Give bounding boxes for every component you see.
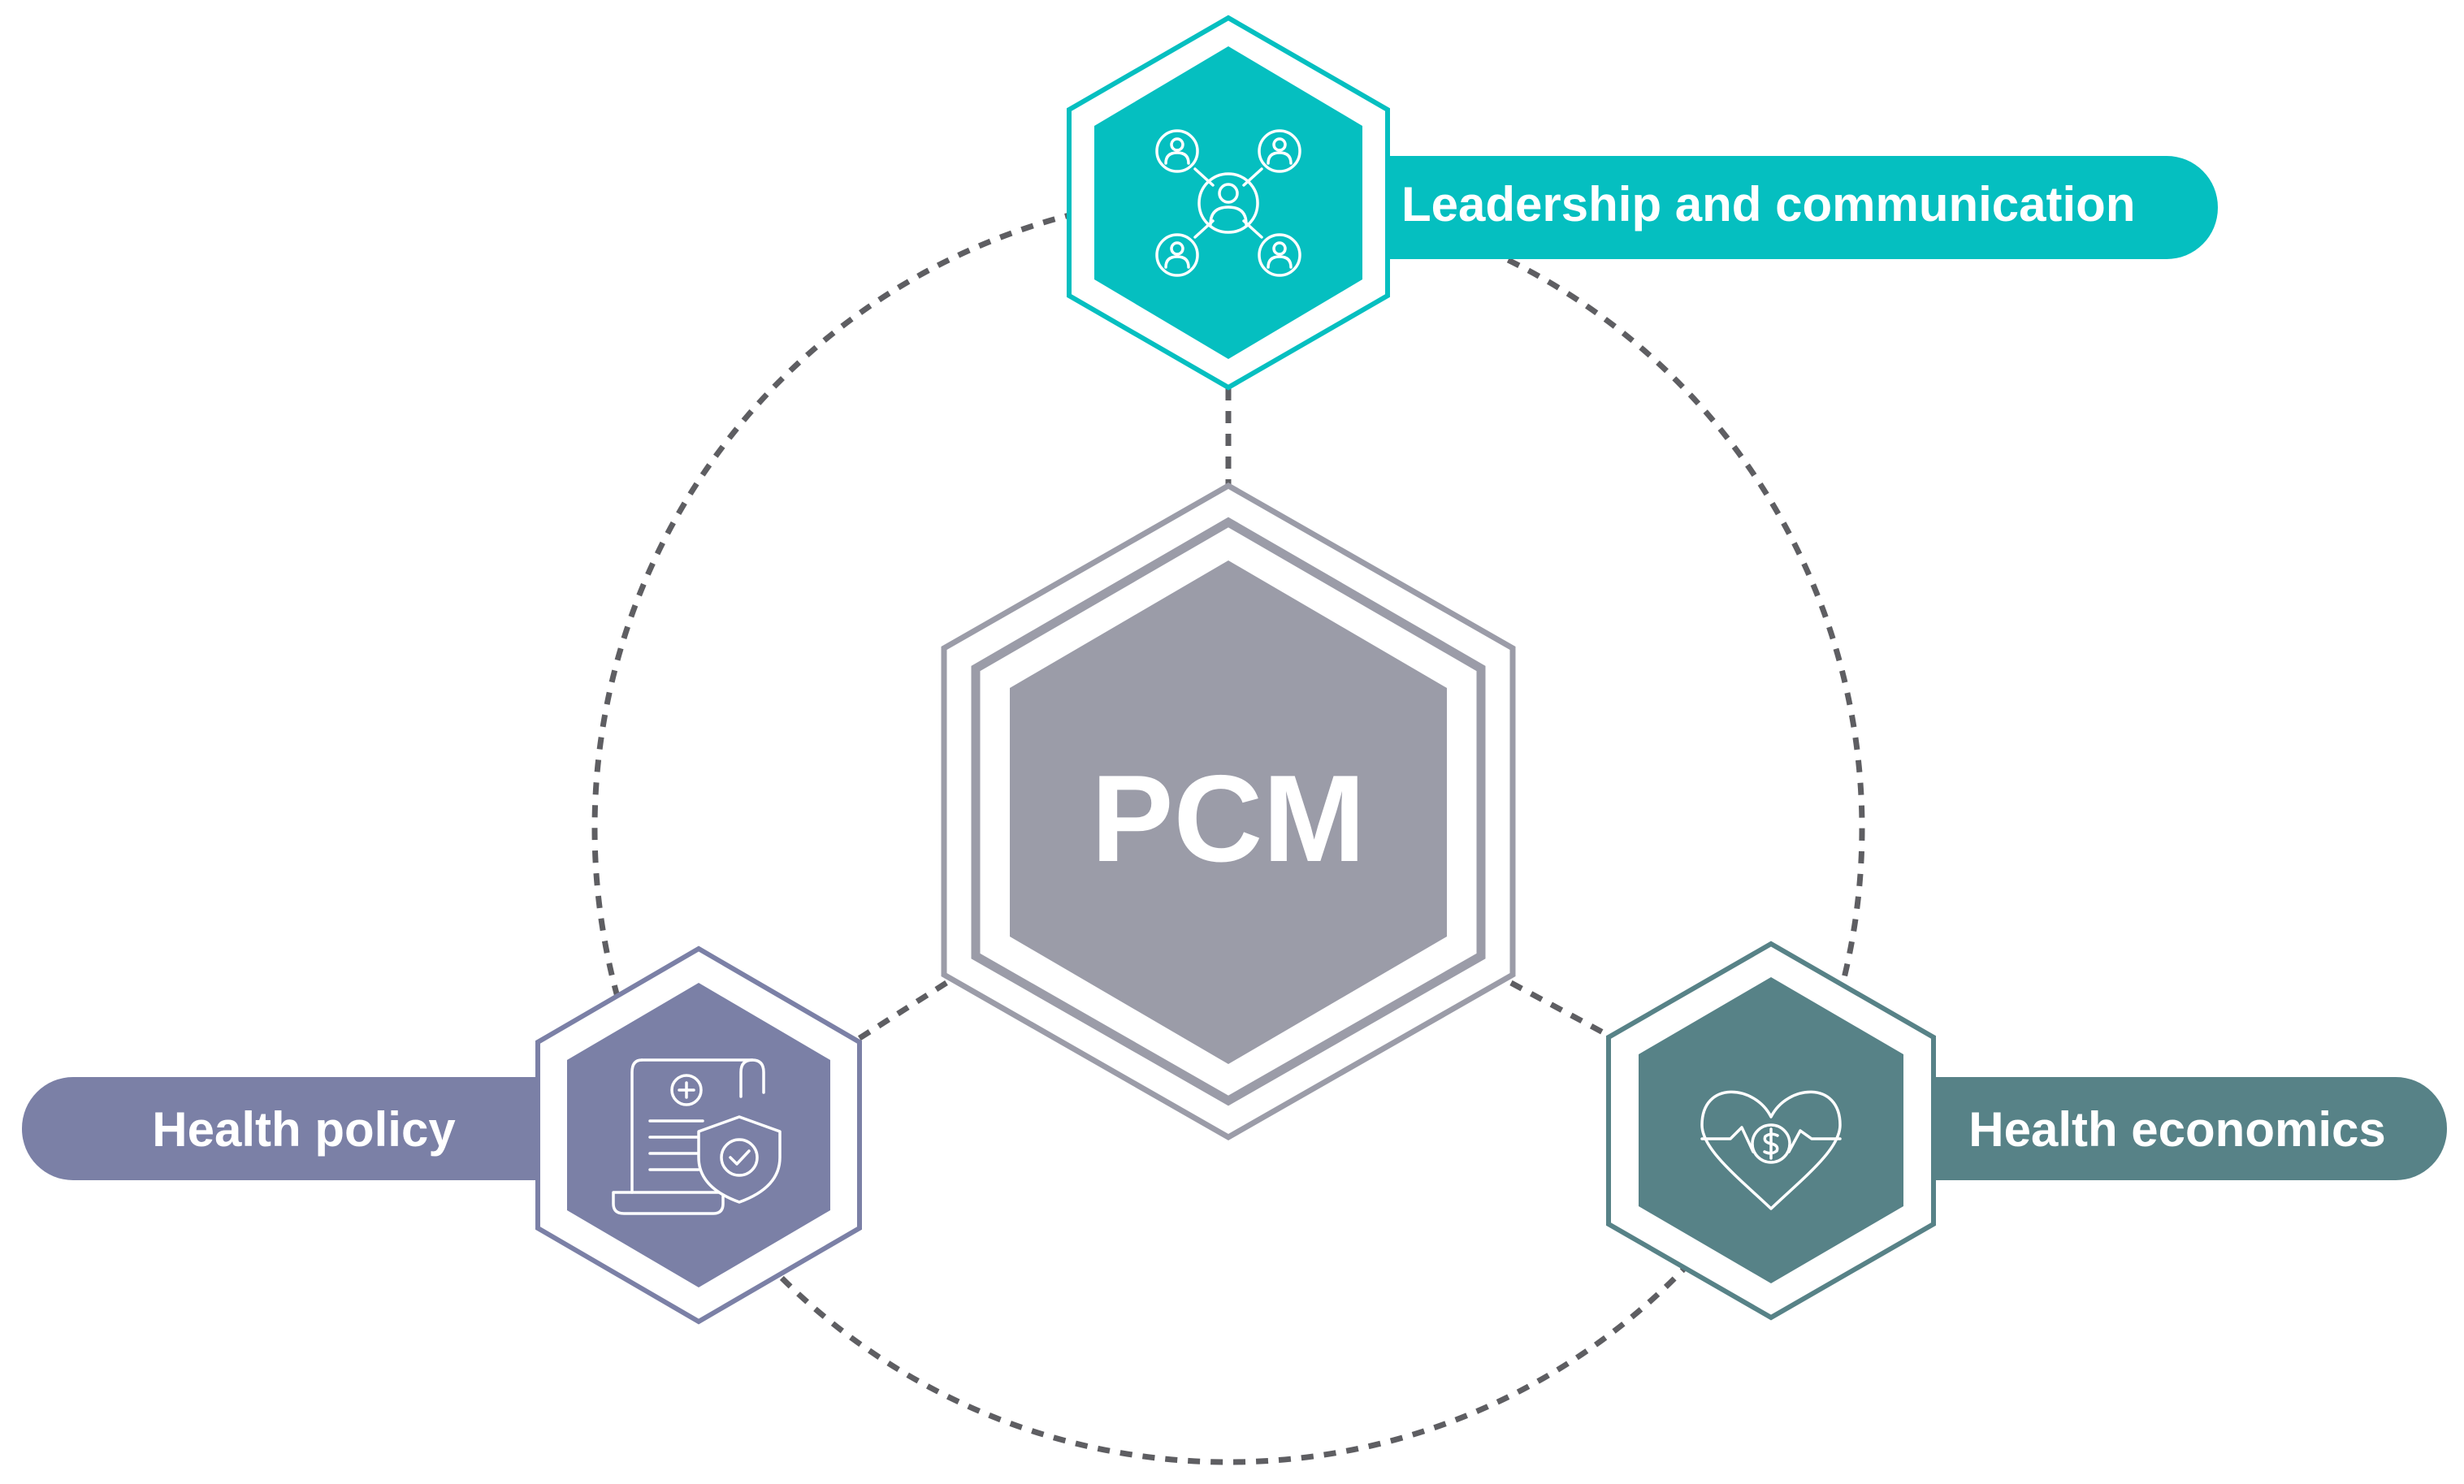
connector-right [1509,980,1606,1036]
center-hexagon: PCM [941,482,1516,1141]
center-label: PCM [1091,750,1366,888]
heart-dollar-icon [1700,1090,1842,1210]
center-hex-fill [1010,560,1447,1064]
economics-pill [1860,1077,2447,1180]
policy-document-shield-icon [612,1058,782,1215]
connector-left [855,980,948,1042]
policy-pill [22,1077,615,1180]
leadership-label: Leadership and communication [1401,177,2136,231]
policy-label: Health policy [152,1102,456,1157]
economics-label: Health economics [1968,1102,2386,1157]
people-network-icon [1155,129,1301,277]
node-leadership: Leadership and communication [1067,15,2218,391]
leadership-pill [1332,156,2218,259]
node-health-economics: Health economics [1606,941,2447,1321]
node-health-policy: Health policy [22,945,862,1325]
